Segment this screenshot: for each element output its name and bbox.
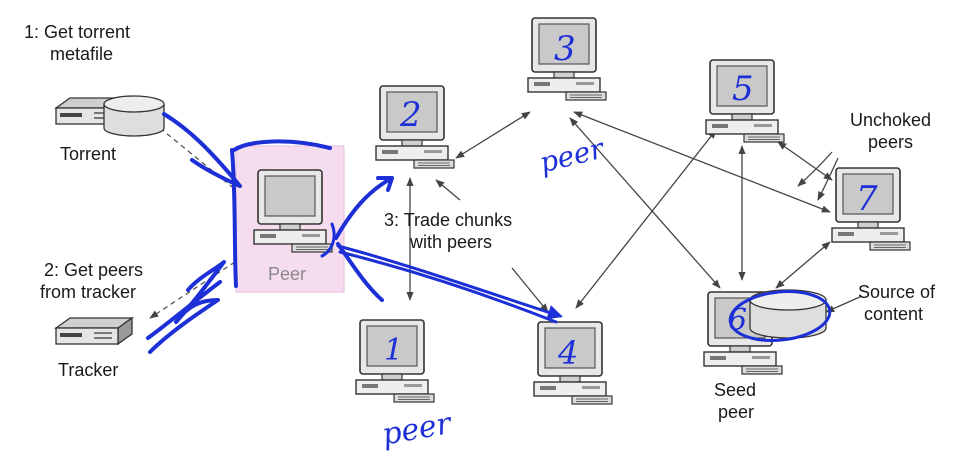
computer-icon xyxy=(253,169,333,253)
hw-number-2: 2 xyxy=(399,95,422,135)
tracker-server xyxy=(55,317,133,345)
hw-note-peer-bottom: peer xyxy=(379,406,455,453)
tracker-label: Tracker xyxy=(58,360,118,380)
hw-number-7: 7 xyxy=(856,179,878,219)
peer-label: Peer xyxy=(268,264,306,284)
hw-note-peer-top: peer xyxy=(536,131,608,179)
disk-cylinder-icon xyxy=(749,289,827,339)
hw-number-1: 1 xyxy=(384,333,403,368)
handwriting-annotations: 2 3 5 7 1 4 6 peer peer xyxy=(146,29,878,453)
torrent-server xyxy=(55,95,165,137)
hw-number-4: 4 xyxy=(557,334,578,372)
disk-cylinder-icon xyxy=(103,95,165,137)
hw-number-3: 3 xyxy=(554,29,576,69)
trade-arrows xyxy=(406,111,863,313)
hw-number-5: 5 xyxy=(732,69,754,109)
torrent-label: Torrent xyxy=(60,144,116,164)
